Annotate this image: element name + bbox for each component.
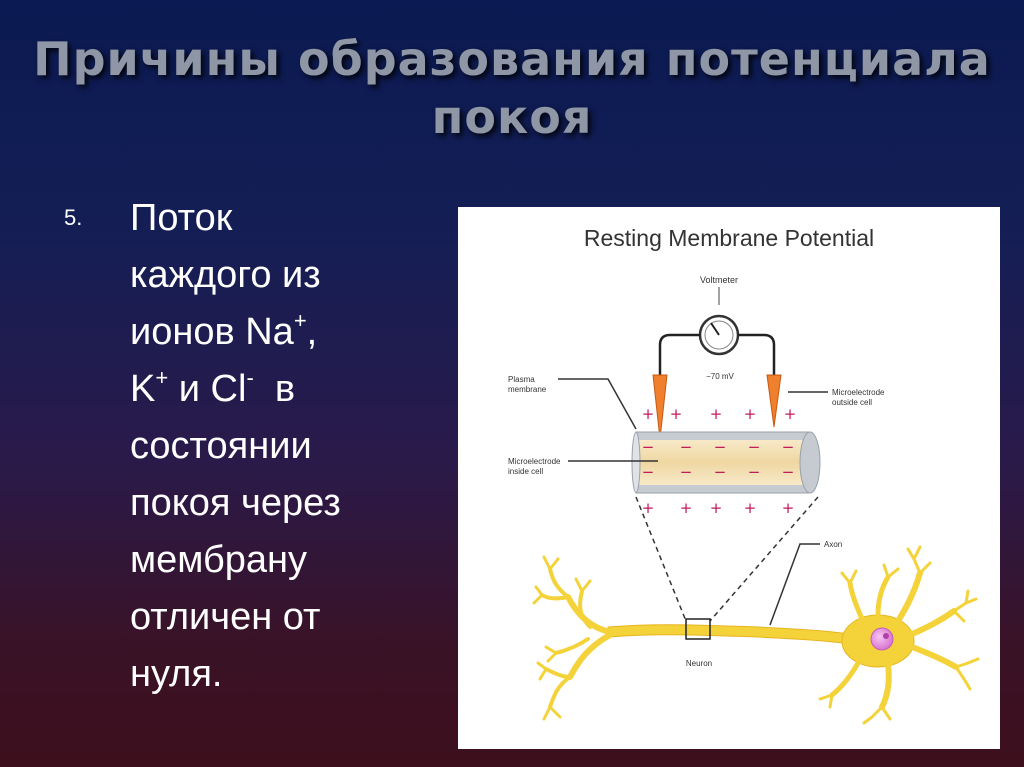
- resting-potential-figure: Resting Membrane Potential Voltmeter −70…: [458, 207, 1000, 749]
- plasma-membrane-label-2: membrane: [508, 385, 547, 394]
- minus-sign: −: [748, 463, 761, 481]
- plus-sign: +: [710, 405, 723, 423]
- plus-sign: +: [670, 405, 683, 423]
- membrane-diagram: Voltmeter −70 mV + + + + + − − − −: [508, 275, 980, 725]
- minus-sign: −: [680, 438, 693, 456]
- minus-sign: −: [782, 438, 795, 456]
- minus-sign: −: [680, 463, 693, 481]
- minus-sign: −: [714, 463, 727, 481]
- zoom-box: [685, 618, 711, 640]
- text-line-3: ионов Na+,: [130, 304, 430, 361]
- text-line-4: K+ и Cl- в: [130, 361, 430, 418]
- wire-left: [658, 333, 700, 375]
- dendrites: [818, 545, 980, 725]
- k-superscript: +: [155, 365, 169, 390]
- minus-sign: −: [642, 438, 655, 456]
- text-line-7: мембрану: [130, 539, 307, 581]
- zoom-line-left: [635, 496, 687, 622]
- minus-sign: −: [642, 463, 655, 481]
- electrode-outside-label-1: Microelectrode: [832, 388, 885, 397]
- text-line-3-main: ионов Na: [130, 311, 294, 353]
- axon-terminals: [532, 555, 613, 721]
- plus-sign: +: [680, 499, 693, 517]
- voltmeter-label: Voltmeter: [700, 275, 738, 285]
- electrode-inside-label-2: inside cell: [508, 467, 543, 476]
- outside-charges-top: + + + + +: [642, 405, 797, 423]
- text-line-6: покоя через: [130, 482, 341, 524]
- plasma-membrane-label-1: Plasma: [508, 375, 535, 384]
- axon-pointer: [769, 543, 820, 626]
- minus-sign: −: [714, 438, 727, 456]
- voltage-reading: −70 mV: [706, 372, 734, 381]
- plus-sign: +: [784, 405, 797, 423]
- neuron-axon: [607, 624, 871, 648]
- electrode-outside: [766, 374, 782, 428]
- neuron: [607, 614, 915, 668]
- slide-title: Причины образования потенциала покоя: [0, 30, 1024, 146]
- axon-label: Axon: [824, 540, 842, 549]
- list-number: 5.: [64, 205, 83, 230]
- axoplasm: [636, 440, 810, 485]
- text-line-4-main: K: [130, 368, 156, 410]
- neuron-label: Neuron: [686, 659, 712, 668]
- text-line-8: отличен от: [130, 596, 321, 638]
- outside-charges-bottom: + + + + +: [642, 499, 795, 517]
- plus-sign: +: [744, 499, 757, 517]
- plus-sign: +: [710, 499, 723, 517]
- slide-title-line-2: покоя: [431, 90, 593, 144]
- voltmeter-dial-inner: [704, 320, 734, 350]
- electrode-inside-label-1: Microelectrode: [508, 457, 561, 466]
- cl-superscript: -: [246, 365, 254, 390]
- text-line-9: нуля.: [130, 653, 223, 695]
- neuron-nucleolus: [883, 633, 889, 639]
- slide-title-line-1: Причины образования потенциала: [33, 32, 991, 86]
- plus-sign: +: [782, 499, 795, 517]
- zoom-line-right: [709, 496, 819, 622]
- text-line-2: каждого из: [130, 254, 321, 296]
- neuron-nucleus: [870, 627, 894, 651]
- minus-sign: −: [782, 463, 795, 481]
- figure-title: Resting Membrane Potential: [583, 225, 875, 251]
- electrode-outside-label-2: outside cell: [832, 398, 872, 407]
- na-suffix: ,: [306, 311, 318, 353]
- body-text: Поток каждого из ионов Na+, K+ и Cl- в с…: [130, 190, 430, 703]
- membrane-open-end: [631, 432, 641, 493]
- voltmeter-needle: [710, 322, 720, 336]
- text-line-1: Поток: [130, 197, 233, 239]
- minus-sign: −: [748, 438, 761, 456]
- text-line-5: состоянии: [130, 425, 312, 467]
- plus-sign: +: [744, 405, 757, 423]
- electrode-inside: [652, 374, 668, 440]
- plasma-membrane-pointer: [558, 378, 637, 430]
- plus-sign: +: [642, 405, 655, 423]
- wire-right: [738, 333, 776, 375]
- plus-sign: +: [642, 499, 655, 517]
- inside-charges: − − − − − − − − − −: [642, 438, 795, 481]
- cl-suffix: в: [253, 368, 296, 410]
- na-superscript: +: [293, 308, 307, 333]
- k-mid: и Cl: [168, 368, 247, 410]
- membrane-end-cap: [799, 431, 821, 494]
